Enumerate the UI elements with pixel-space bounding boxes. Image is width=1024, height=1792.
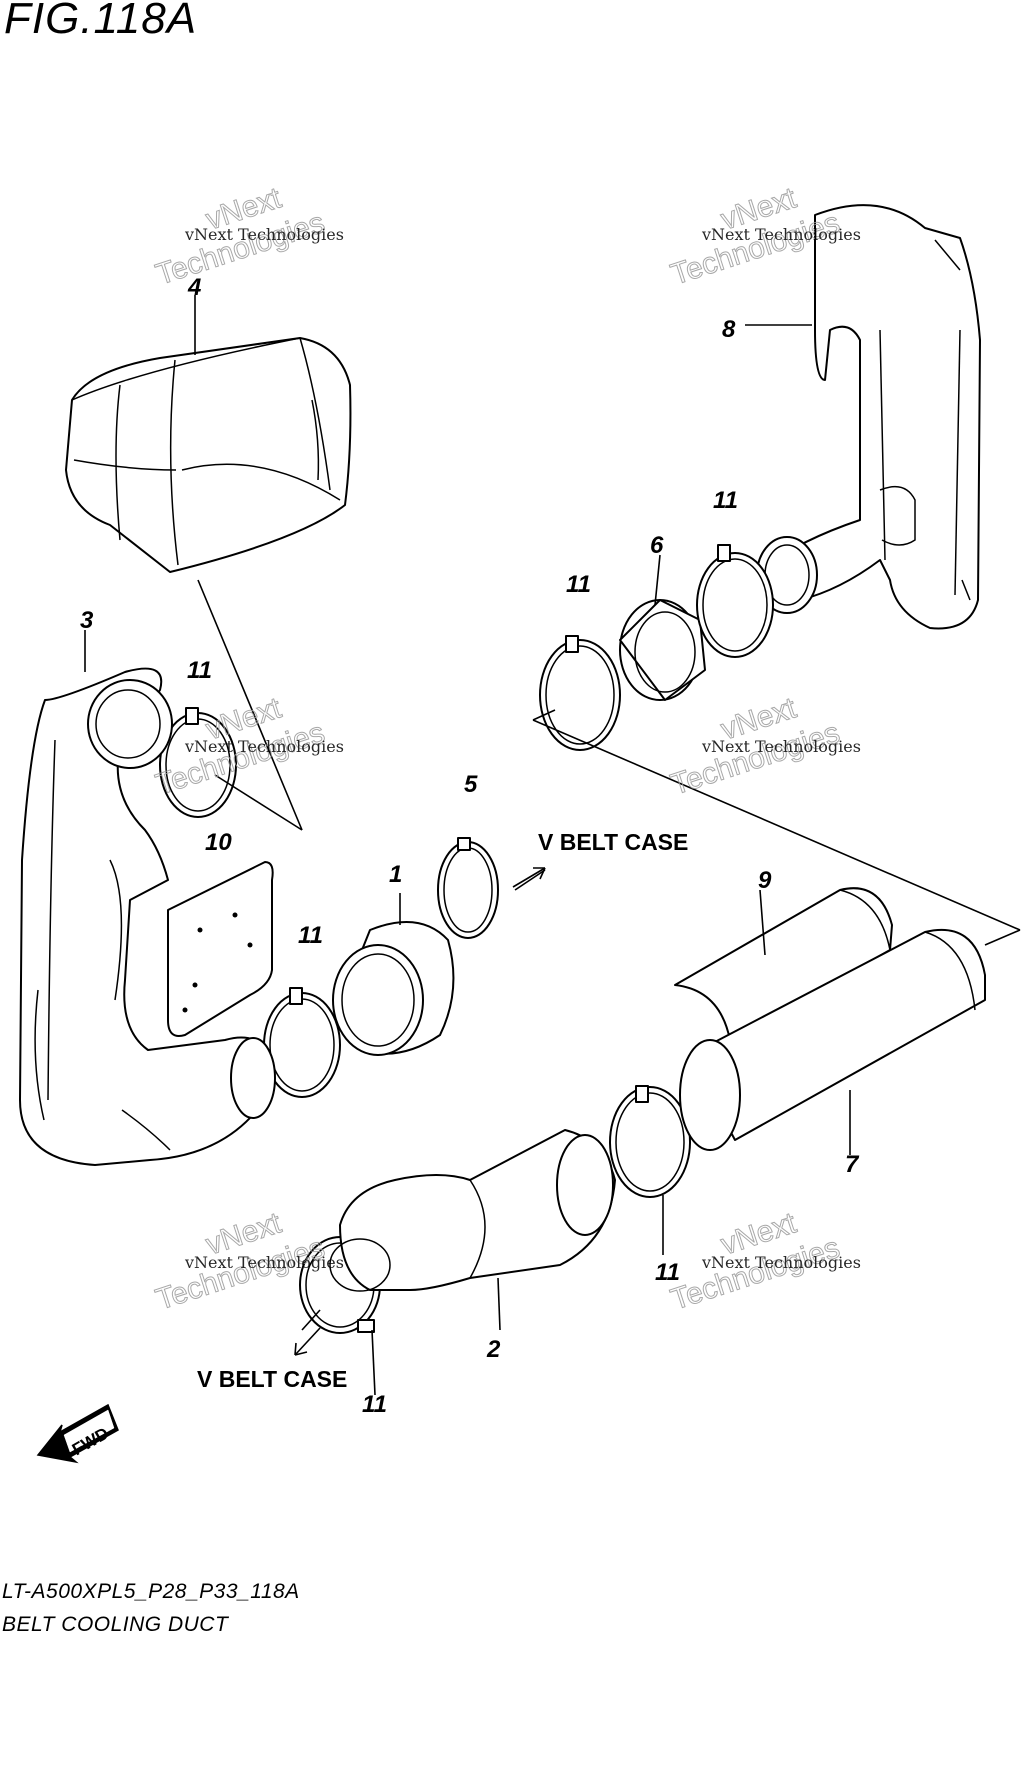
callout-11-c: 11 bbox=[187, 657, 212, 684]
callout-11-b: 11 bbox=[566, 571, 591, 598]
svg-text:vNext Technologies: vNext Technologies bbox=[701, 1253, 861, 1272]
part-11-clamp-upper-left bbox=[159, 707, 237, 818]
svg-text:vNext Technologies: vNext Technologies bbox=[184, 1253, 344, 1272]
part-5-gasket bbox=[437, 837, 499, 939]
callout-1: 1 bbox=[389, 861, 402, 888]
callout-9: 9 bbox=[758, 867, 772, 894]
callout-11-a: 11 bbox=[713, 487, 738, 514]
part-11-clamp-mid-right bbox=[539, 635, 621, 751]
callout-7: 7 bbox=[845, 1151, 860, 1178]
callout-11-f: 11 bbox=[362, 1391, 387, 1418]
callout-5: 5 bbox=[464, 771, 478, 798]
callout-labels: 4 8 11 6 11 3 11 5 10 1 11 9 7 11 2 11 bbox=[80, 274, 860, 1418]
model-code: LT-A500XPL5_P28_P33_118A bbox=[2, 1580, 300, 1603]
part-8-duct bbox=[756, 204, 981, 630]
part-4-cover bbox=[65, 337, 352, 573]
svg-text:vNext Technologies: vNext Technologies bbox=[701, 737, 861, 756]
callout-8: 8 bbox=[722, 316, 736, 343]
callout-10: 10 bbox=[205, 829, 232, 856]
part-10-plate bbox=[167, 861, 274, 1037]
part-3-duct bbox=[19, 667, 276, 1166]
watermark-bottom-right: vNext Technologies vNext Technologies bbox=[666, 1206, 861, 1317]
part-6-sleeve bbox=[619, 599, 706, 701]
part-11-clamp-upper-right bbox=[696, 544, 774, 658]
part-1-collar bbox=[332, 921, 455, 1056]
part-11-clamp-lower-right bbox=[609, 1085, 691, 1198]
callout-2: 2 bbox=[486, 1336, 501, 1363]
figure-title: FIG.118A bbox=[4, 0, 198, 43]
figure-subtitle: BELT COOLING DUCT bbox=[2, 1613, 229, 1636]
fwd-arrow-icon: FWD bbox=[36, 1403, 119, 1464]
callout-4: 4 bbox=[187, 274, 201, 301]
svg-text:vNext Technologies: vNext Technologies bbox=[184, 737, 344, 756]
callout-11-d: 11 bbox=[298, 922, 323, 949]
callout-3: 3 bbox=[80, 607, 94, 634]
svg-text:vNext Technologies: vNext Technologies bbox=[184, 225, 344, 244]
dest-v-belt-case-upper: V BELT CASE bbox=[538, 829, 688, 855]
part-7-pipe bbox=[679, 928, 986, 1151]
watermark-top-left: vNext Technologies vNext Technologies bbox=[151, 181, 344, 292]
part-2-duct bbox=[329, 1129, 616, 1292]
leader-lines bbox=[84, 295, 1021, 1396]
arrow-upper bbox=[512, 867, 546, 888]
watermark-mid-right: vNext Technologies vNext Technologies bbox=[666, 691, 861, 802]
callout-6: 6 bbox=[650, 532, 664, 559]
svg-text:vNext Technologies: vNext Technologies bbox=[701, 225, 861, 244]
arrow-lower bbox=[294, 1327, 321, 1356]
dest-v-belt-case-lower: V BELT CASE bbox=[197, 1366, 347, 1392]
callout-11-e: 11 bbox=[655, 1259, 680, 1286]
